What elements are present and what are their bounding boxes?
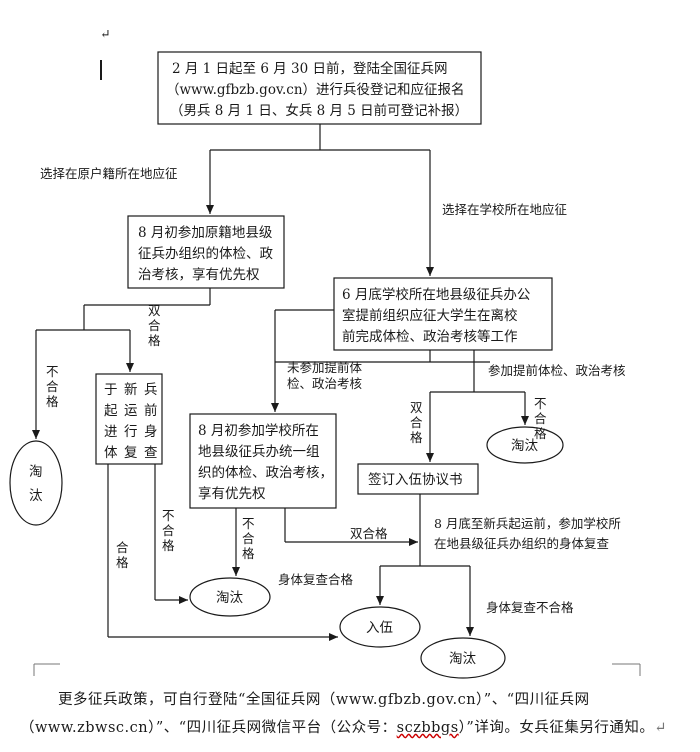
label-fail-1: 不 合 格 (46, 364, 59, 409)
svg-text:不: 不 (534, 396, 547, 411)
svg-text:格: 格 (116, 555, 129, 570)
svg-text:合: 合 (46, 379, 59, 394)
label-not-attend-early-2: 检、政治考核 (287, 376, 363, 391)
svg-text:合: 合 (410, 415, 423, 430)
pre-review-c10: 体 (104, 445, 118, 461)
label-late-aug-review-1: 8 月底至新兵起运前，参加学校所 (434, 516, 621, 531)
label-fail-2: 不 合 格 (534, 396, 547, 441)
pre-review-c1: 于 (104, 382, 118, 398)
school-august-line-4: 享有优先权 (198, 485, 266, 502)
start-box: 2 月 1 日起至 6 月 30 日前，登陆全国征兵网 （www.gfbzb.g… (157, 51, 482, 125)
hometown-check-box: 8 月初参加原籍地县级 征兵办组织的体检、政 治考核，享有优先权 (127, 215, 285, 289)
svg-text:格: 格 (46, 394, 59, 409)
svg-text:双: 双 (410, 400, 423, 415)
svg-text:合: 合 (148, 318, 161, 333)
pre-review-box: 于 新 兵 起 运 前 进 行 身 体 复 查 (95, 373, 163, 465)
pre-review-c6: 前 (144, 402, 158, 419)
pre-review-c3: 兵 (144, 382, 158, 398)
eliminate-left-c1: 淘 (29, 464, 43, 480)
eliminate-right-text: 淘汰 (511, 438, 539, 454)
sign-agreement-text: 签订入伍协议书 (368, 471, 463, 488)
footer-note: 更多征兵政策，可自行登陆“全国征兵网（www.gfbzb.gov.cn）”、“四… (0, 686, 700, 742)
eliminate-mid-text: 淘汰 (216, 590, 243, 606)
hometown-check-line-1: 8 月初参加原籍地县级 (138, 224, 273, 241)
pre-review-c12: 查 (144, 445, 158, 461)
label-review-pass: 身体复查合格 (278, 572, 354, 587)
label-not-attend-early-1: 未参加提前体 (287, 360, 363, 375)
svg-text:不: 不 (46, 364, 59, 379)
label-choose-school: 选择在学校所在地应征 (442, 202, 568, 217)
svg-text:合: 合 (242, 531, 255, 546)
school-early-line-1: 6 月底学校所在地县级征兵办公 (342, 286, 531, 303)
eliminate-left-c2: 汰 (29, 488, 43, 504)
connectors (32, 124, 529, 641)
enlist-text: 入伍 (366, 620, 393, 636)
school-early-line-3: 前完成体检、政治考核等工作 (342, 328, 518, 345)
label-double-pass-1: 双 合 格 (148, 303, 161, 348)
start-line-3: （男兵 8 月 1 日、女兵 8 月 5 日前可登记补报） (170, 102, 468, 119)
paragraph-mark-footer: ↵ (654, 720, 667, 736)
school-august-box: 8 月初参加学校所在 地县级征兵办统一组 织的体检、政治考核， 享有优先权 (189, 413, 337, 509)
eliminate-mid-ellipse: 淘汰 (189, 577, 271, 617)
school-august-line-1: 8 月初参加学校所在 (198, 422, 319, 439)
page-crop-marks (33, 663, 641, 676)
pre-review-c2: 新 (124, 382, 138, 398)
svg-text:格: 格 (242, 546, 255, 561)
school-august-line-3: 织的体检、政治考核， (198, 465, 333, 481)
sign-agreement-box: 签订入伍协议书 (357, 463, 479, 495)
pre-review-c9: 身 (144, 424, 158, 440)
label-choose-hometown: 选择在原户籍所在地应征 (40, 166, 178, 181)
svg-text:格: 格 (410, 430, 423, 445)
svg-text:格: 格 (534, 426, 547, 441)
label-pass-1: 合 格 (116, 540, 129, 570)
school-early-line-2: 室提前组织应征大学生在离校 (342, 307, 518, 324)
pre-review-c4: 起 (104, 403, 118, 419)
pre-review-c5: 运 (124, 403, 138, 419)
school-early-box: 6 月底学校所在地县级征兵办公 室提前组织应征大学生在离校 前完成体检、政治考核… (333, 277, 553, 351)
wechat-account-id: sczbbgs (396, 720, 459, 736)
footer-line-2a: （www.zbwsc.cn）”、“四川征兵网微信平台（公众号： (20, 720, 397, 736)
svg-text:不: 不 (242, 516, 255, 531)
paragraph-mark: ↵ (100, 26, 110, 41)
label-review-fail: 身体复查不合格 (486, 600, 574, 615)
enlist-ellipse: 入伍 (339, 606, 421, 648)
pre-review-c11: 复 (124, 444, 138, 461)
eliminate-bottom-ellipse: 淘汰 (420, 637, 506, 679)
pre-review-c8: 行 (124, 424, 138, 440)
svg-text:格: 格 (162, 538, 175, 553)
svg-text:合: 合 (534, 411, 547, 426)
eliminate-left-ellipse: 淘 汰 (9, 440, 63, 526)
hometown-check-line-2: 征兵办组织的体检、政 (138, 246, 273, 262)
svg-text:不: 不 (162, 508, 175, 523)
svg-text:合: 合 (116, 540, 129, 555)
footer-line-1: 更多征兵政策，可自行登陆“全国征兵网（www.gfbzb.gov.cn）”、“四… (58, 692, 590, 708)
footer-line-2: （www.zbwsc.cn）”、“四川征兵网微信平台（公众号：sczbbgs）”… (0, 714, 700, 742)
svg-text:合: 合 (162, 523, 175, 538)
label-late-aug-review-2: 在地县级征兵办组织的身体复查 (434, 536, 610, 551)
svg-text:格: 格 (148, 333, 161, 348)
label-double-pass-3: 双合格 (350, 526, 388, 541)
label-fail-3: 不 合 格 (162, 508, 175, 553)
eliminate-right-ellipse: 淘汰 (486, 426, 564, 464)
start-line-1: 2 月 1 日起至 6 月 30 日前，登陆全国征兵网 (172, 60, 447, 77)
label-attend-early: 参加提前体检、政治考核 (488, 363, 626, 378)
pre-review-c7: 进 (104, 424, 118, 440)
label-double-pass-2: 双 合 格 (410, 400, 423, 445)
label-fail-4: 不 合 格 (242, 516, 255, 561)
eliminate-bottom-text: 淘汰 (449, 651, 476, 667)
school-august-line-2: 地县级征兵办统一组 (198, 444, 320, 460)
hometown-check-line-3: 治考核，享有优先权 (138, 266, 260, 283)
start-line-2: （www.gfbzb.gov.cn）进行兵役登记和应征报名 (166, 81, 465, 98)
footer-line-2b: ）”详询。女兵征集另行通知。 (458, 720, 655, 736)
svg-text:双: 双 (148, 303, 161, 318)
